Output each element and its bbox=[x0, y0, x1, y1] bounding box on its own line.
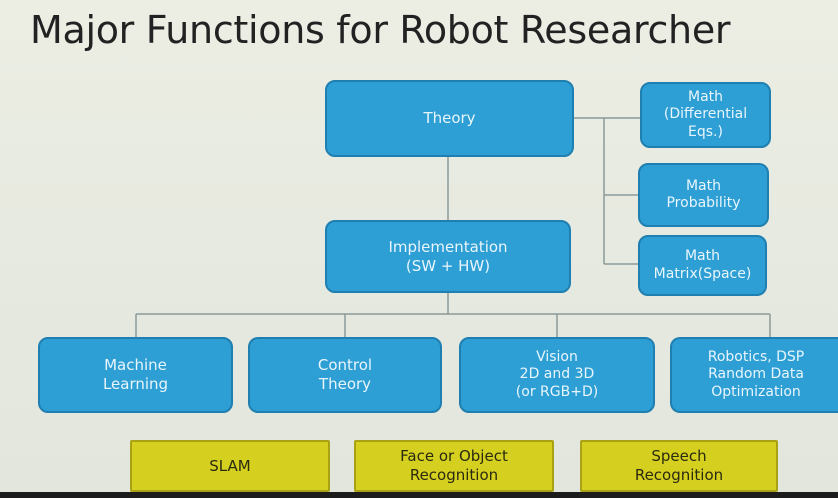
vision-node: Vision 2D and 3D (or RGB+D) bbox=[459, 337, 655, 413]
math-differential-node: Math (Differential Eqs.) bbox=[640, 82, 771, 148]
machine-learning-node: Machine Learning bbox=[38, 337, 233, 413]
screen-bottom-edge bbox=[0, 492, 838, 498]
speech-recognition-application: Speech Recognition bbox=[580, 440, 778, 492]
robotics-node: Robotics, DSP Random Data Optimization bbox=[670, 337, 838, 413]
implementation-node: Implementation (SW + HW) bbox=[325, 220, 571, 293]
theory-node: Theory bbox=[325, 80, 574, 157]
face-object-recognition-application: Face or Object Recognition bbox=[354, 440, 554, 492]
math-matrix-node: Math Matrix(Space) bbox=[638, 235, 767, 296]
slide-title: Major Functions for Robot Researcher bbox=[30, 8, 731, 52]
math-probability-node: Math Probability bbox=[638, 163, 769, 227]
control-theory-node: Control Theory bbox=[248, 337, 442, 413]
slam-application: SLAM bbox=[130, 440, 330, 492]
